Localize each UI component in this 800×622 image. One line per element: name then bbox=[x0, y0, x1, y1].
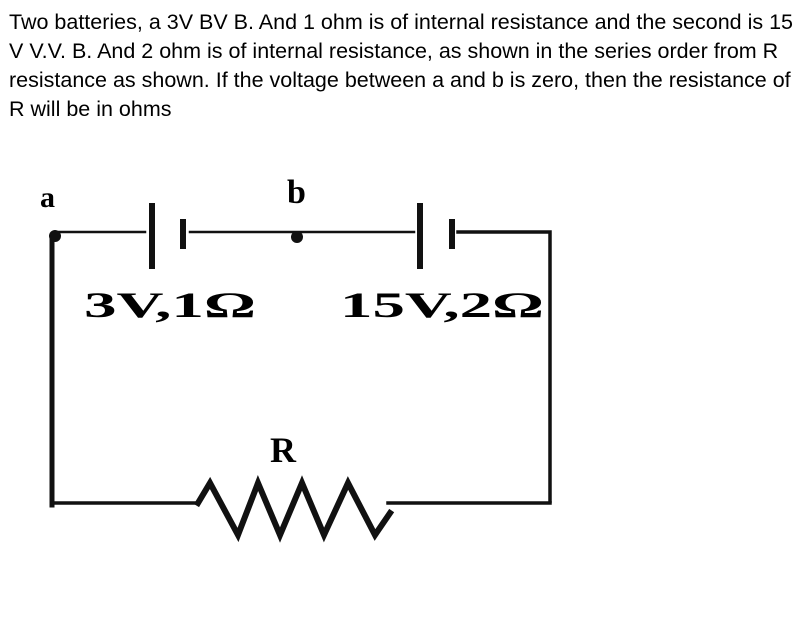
battery1-label: 3V,1Ω bbox=[84, 285, 256, 325]
question-text: Two batteries, a 3V BV B. And 1 ohm is o… bbox=[9, 10, 794, 121]
wire-battery2-right bbox=[456, 230, 552, 503]
resistor-R bbox=[193, 474, 395, 543]
node-a-dot bbox=[49, 230, 61, 242]
resistor-label: R bbox=[270, 430, 297, 470]
battery2-label: 15V,2Ω bbox=[340, 285, 544, 325]
node-b-label: b bbox=[287, 174, 306, 211]
node-b-dot bbox=[291, 231, 303, 243]
node-a-label: a bbox=[40, 181, 55, 214]
